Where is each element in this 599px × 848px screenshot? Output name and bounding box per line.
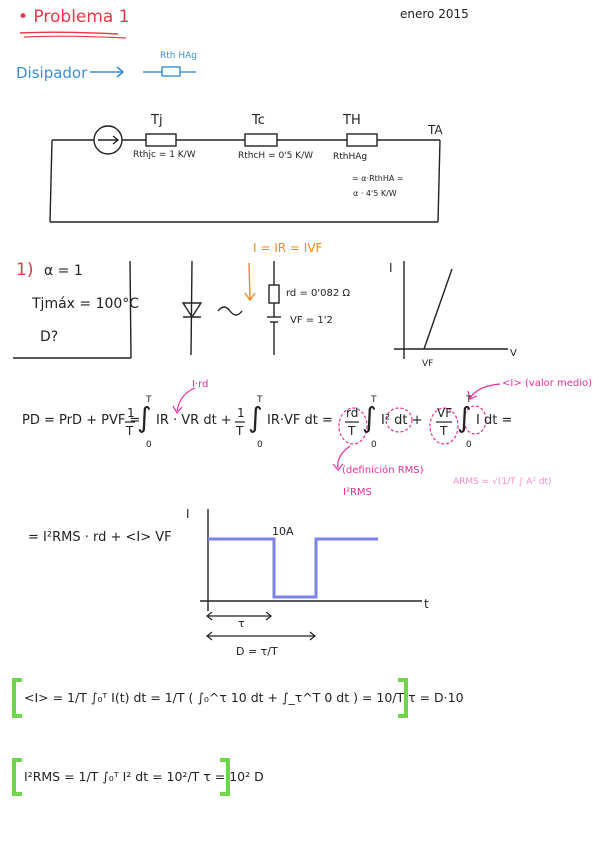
rthha-eq1: = α·RthHA = [352,174,404,183]
mean-equation: <I> = 1/T ∫₀ᵀ I(t) dt = 1/T ( ∫₀^τ 10 dt… [24,690,464,705]
dissipator-symbol-label: Rth HAg [160,51,197,61]
node-ta: TA [428,123,443,137]
dissipator-symbol [90,66,196,78]
ann-ir: I·rd [192,379,209,390]
vf-value: VF = 1'2 [290,315,333,326]
given-box [13,260,132,359]
frac-vf-num: VF [437,406,453,420]
rd-value: rd = 0'082 Ω [286,288,351,299]
thermal-circuit [49,125,441,223]
ann-arms: ARMS = √(1/T ∫ A² dt) [453,477,552,487]
integral-3: ∫ [362,401,377,434]
node-tc: Tc [252,113,265,128]
title-underline [19,31,127,39]
iv-plot [394,261,508,359]
power-eq-annotations [172,383,501,471]
problem-title: • Problema 1 [18,7,130,27]
node-tj: Tj [151,113,163,128]
diode-model [181,260,281,356]
integral-2-upper: T [257,395,263,405]
current-equation: I = IR = IVF [253,241,323,255]
integrand-3: I² dt + [381,413,423,428]
integral-2: ∫ [248,401,263,434]
power-lhs: PD = PrD + PVF = [22,413,141,428]
integral-1: ∫ [137,401,152,434]
part-number: 1) [16,260,34,280]
integral-4-upper: T [466,395,472,405]
integrand-4: I dt = [476,413,513,428]
rms-equation: I²RMS = 1/T ∫₀ᵀ I² dt = 10²/T τ = 10² D [24,769,264,784]
frac1-num: 1 [127,406,135,420]
integral-3-upper: T [371,395,377,405]
rthjc-label: Rthjc = 1 K/W [133,150,196,160]
frac2-num: 1 [237,406,245,420]
ann-mean: <I> (valor medio) [502,378,593,389]
integrand-2: IR·VF dt = [267,413,333,428]
integral-4-lower: 0 [466,440,472,450]
wave-label-d: D = τ/T [236,645,278,658]
integral-1-upper: T [146,395,152,405]
iv-axis-vf: VF [422,359,434,369]
iv-axis-i: I [389,261,393,275]
rthha-label: RthHAg [333,152,368,162]
question-d: D? [40,329,59,345]
date-text: enero 2015 [400,7,469,21]
frac1-den: T [126,424,134,438]
integral-2-lower: 0 [257,440,263,450]
waveform-series-line [208,537,378,599]
wave-label-10a: 10A [272,525,294,538]
rthha-eq2: α · 4'5 K/W [353,189,397,198]
alpha-value: α = 1 [44,263,83,279]
frac-rd-den: T [348,424,356,438]
wave-label-i: I [186,507,190,521]
dissipator-label: Disipador [16,64,88,82]
integrand-1: IR · VR dt + [156,413,232,428]
ann-irms: I²RMS [343,487,372,498]
rthch-label: RthcH = 0'5 K/W [238,151,314,161]
tjmax-value: Tjmáx = 100°C [32,296,140,312]
ann-rms-def: (definición RMS) [342,465,424,476]
waveform-chart [200,509,422,611]
frac-rd-num: rd [346,406,359,420]
wave-label-tau: τ [238,617,245,630]
integral-1-lower: 0 [146,440,152,450]
wave-label-t: t [424,597,429,611]
duration-arrows [206,612,316,641]
iv-axis-v: V [510,348,517,359]
integral-4: ∫ [457,401,472,434]
frac-vf-den: T [440,424,448,438]
result-equation: = I²RMS · rd + <I> VF [28,530,172,545]
node-th: TH [343,113,361,128]
frac2-den: T [236,424,244,438]
integral-3-lower: 0 [371,440,377,450]
